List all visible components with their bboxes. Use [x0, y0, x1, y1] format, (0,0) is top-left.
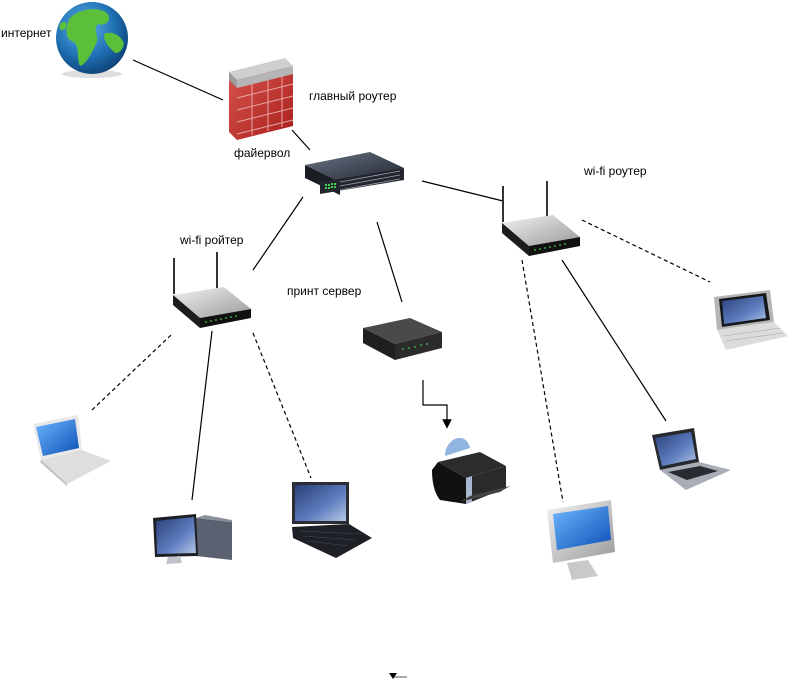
monitor-icon[interactable] [547, 500, 615, 580]
edge-wifi-left-desktop-pc[interactable] [191, 330, 213, 501]
tablet-pc-icon[interactable] [292, 482, 372, 558]
switch-icon[interactable] [305, 129, 404, 195]
print-server-icon[interactable] [363, 318, 442, 360]
smartphone-icon[interactable] [714, 290, 788, 350]
wifi-router-icon[interactable] [502, 181, 580, 256]
edge-firewall-main-router[interactable] [291, 129, 311, 151]
label-firewall: файервол [234, 146, 291, 160]
wifi-router-icon[interactable] [173, 252, 251, 328]
label-main-router: главный роутер [309, 89, 397, 103]
label-wifi-left: wi-fi ройтер [180, 233, 244, 247]
label-internet: интернет [1, 26, 52, 40]
desktop-computer-icon[interactable] [153, 514, 232, 564]
label-wifi-right: wi-fi роутер [584, 164, 647, 178]
edge-main-router-wifi-left[interactable] [252, 196, 304, 271]
edge-wifi-left-tablet-pc[interactable] [252, 332, 312, 479]
printer-icon[interactable] [432, 437, 510, 504]
firewall-icon[interactable] [229, 58, 294, 140]
edge-wifi-left-laptop-white[interactable] [91, 334, 172, 411]
edges [91, 59, 711, 503]
edge-wifi-right-smartphone[interactable] [581, 219, 711, 283]
edge-main-router-wifi-right[interactable] [421, 180, 504, 202]
laptop-icon[interactable] [33, 415, 111, 486]
globe-icon[interactable] [56, 2, 128, 78]
laptop-icon[interactable] [652, 428, 731, 490]
edge-main-router-print-server[interactable] [376, 221, 403, 303]
edge-print-server-printer[interactable] [422, 380, 452, 429]
edge-wifi-right-imac[interactable] [521, 259, 564, 503]
edge-internet-firewall[interactable] [132, 59, 224, 101]
edge-wifi-right-laptop-dark[interactable] [561, 259, 667, 422]
label-print-server: принт сервер [287, 284, 362, 298]
stray-connector[interactable] [389, 673, 407, 679]
